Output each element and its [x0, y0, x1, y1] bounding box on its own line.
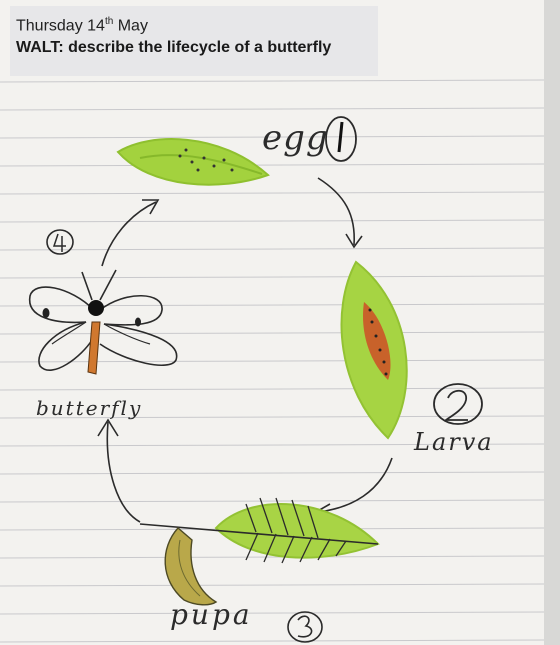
stage-4-circle [47, 230, 73, 254]
egg-leaf-drawing [118, 139, 268, 185]
stage-3-circle [288, 612, 322, 642]
arrow-butterfly-to-egg [102, 202, 156, 266]
stage-2-circle [434, 384, 482, 424]
butterfly-drawing [30, 270, 177, 374]
stage-1-circle [326, 117, 356, 161]
larva-leaf-drawing [342, 262, 407, 438]
arrow-egg-to-larva [318, 178, 354, 245]
chrysalis-drawing [165, 528, 216, 605]
arrow-pupa-to-butterfly [107, 422, 140, 522]
larva-label: Larva [414, 428, 494, 456]
egg-label: egg [262, 118, 329, 158]
butterfly-label: butterfly [36, 396, 142, 420]
pupa-label: pupa [170, 598, 253, 631]
